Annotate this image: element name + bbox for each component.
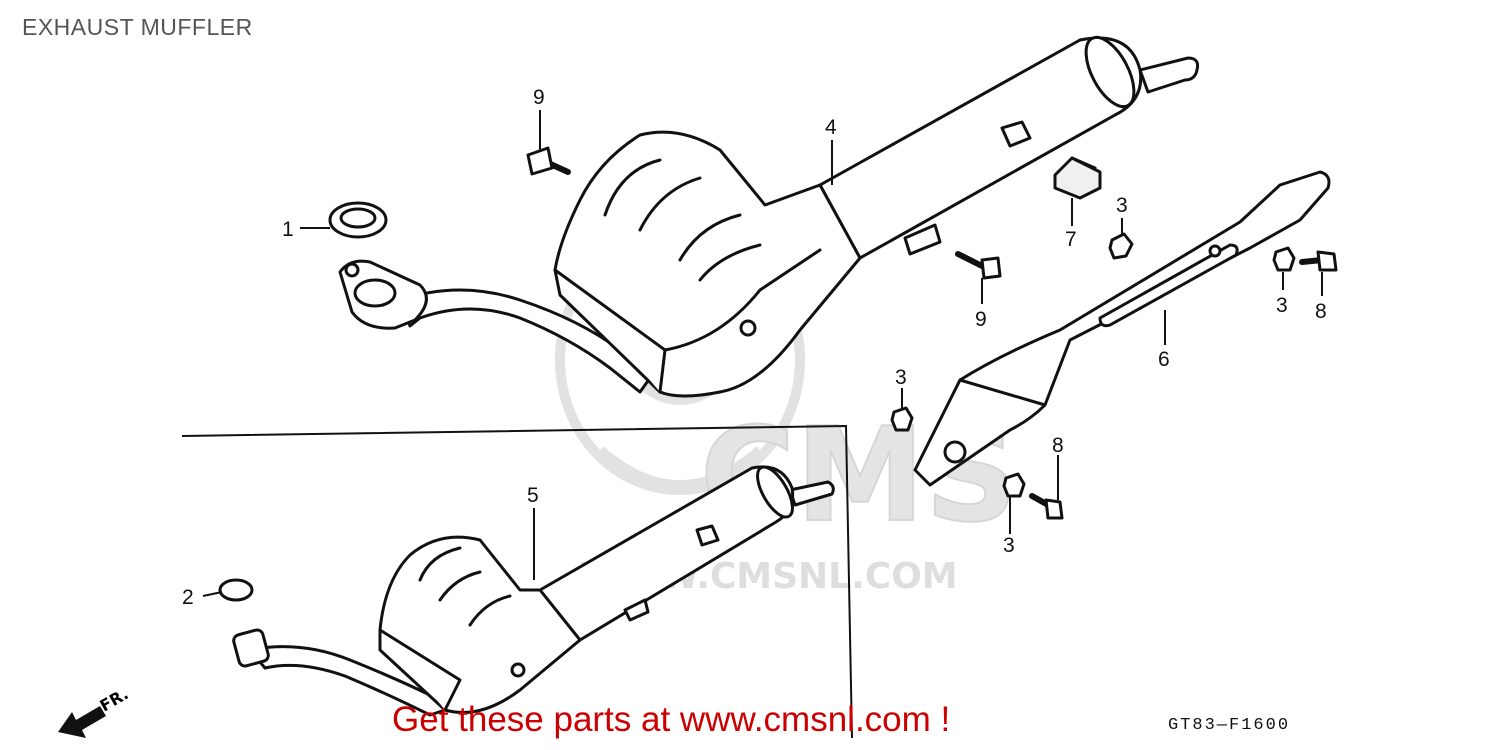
callout-8-b: 8: [1052, 434, 1064, 457]
callout-6: 6: [1158, 348, 1170, 371]
page-title: EXHAUST MUFFLER: [22, 14, 253, 40]
callout-9-b: 9: [975, 308, 987, 331]
bolt-part-8-right: [1299, 250, 1338, 272]
muffler-lower-part-5: [232, 465, 835, 717]
clip-part-7: [1053, 156, 1102, 200]
gasket-part-1: [328, 201, 388, 239]
callout-3-b: 3: [1276, 294, 1288, 317]
bolt-part-9-upper: [526, 146, 571, 176]
nut-part-3-c: [890, 406, 914, 432]
callout-3-a: 3: [1116, 194, 1128, 217]
bolt-part-8-lower: [1029, 493, 1064, 520]
promo-link-text[interactable]: Get these parts at www.cmsnl.com !: [392, 700, 951, 739]
callout-5: 5: [527, 484, 539, 507]
bolt-part-9-middle: [955, 251, 1002, 280]
gasket-part-2: [218, 578, 254, 602]
muffler-protector-part-6: [913, 170, 1331, 487]
callout-9-a: 9: [533, 86, 545, 109]
callout-7: 7: [1065, 228, 1077, 251]
callout-3-c: 3: [895, 366, 907, 389]
callout-leaders: [181, 110, 1323, 739]
callout-2: 2: [182, 586, 194, 609]
callout-4: 4: [825, 116, 837, 139]
front-direction-arrow-icon: FR.: [58, 684, 132, 738]
nut-part-3-a: [1108, 232, 1134, 260]
diagram-code: GT83—F1600: [1168, 716, 1291, 735]
muffler-upper-part-4: [338, 35, 1200, 398]
nut-part-3-b: [1272, 246, 1296, 272]
callout-1: 1: [282, 218, 294, 241]
nut-part-3-d: [1002, 472, 1026, 498]
callout-8-a: 8: [1315, 300, 1327, 323]
callout-3-d: 3: [1003, 534, 1015, 557]
